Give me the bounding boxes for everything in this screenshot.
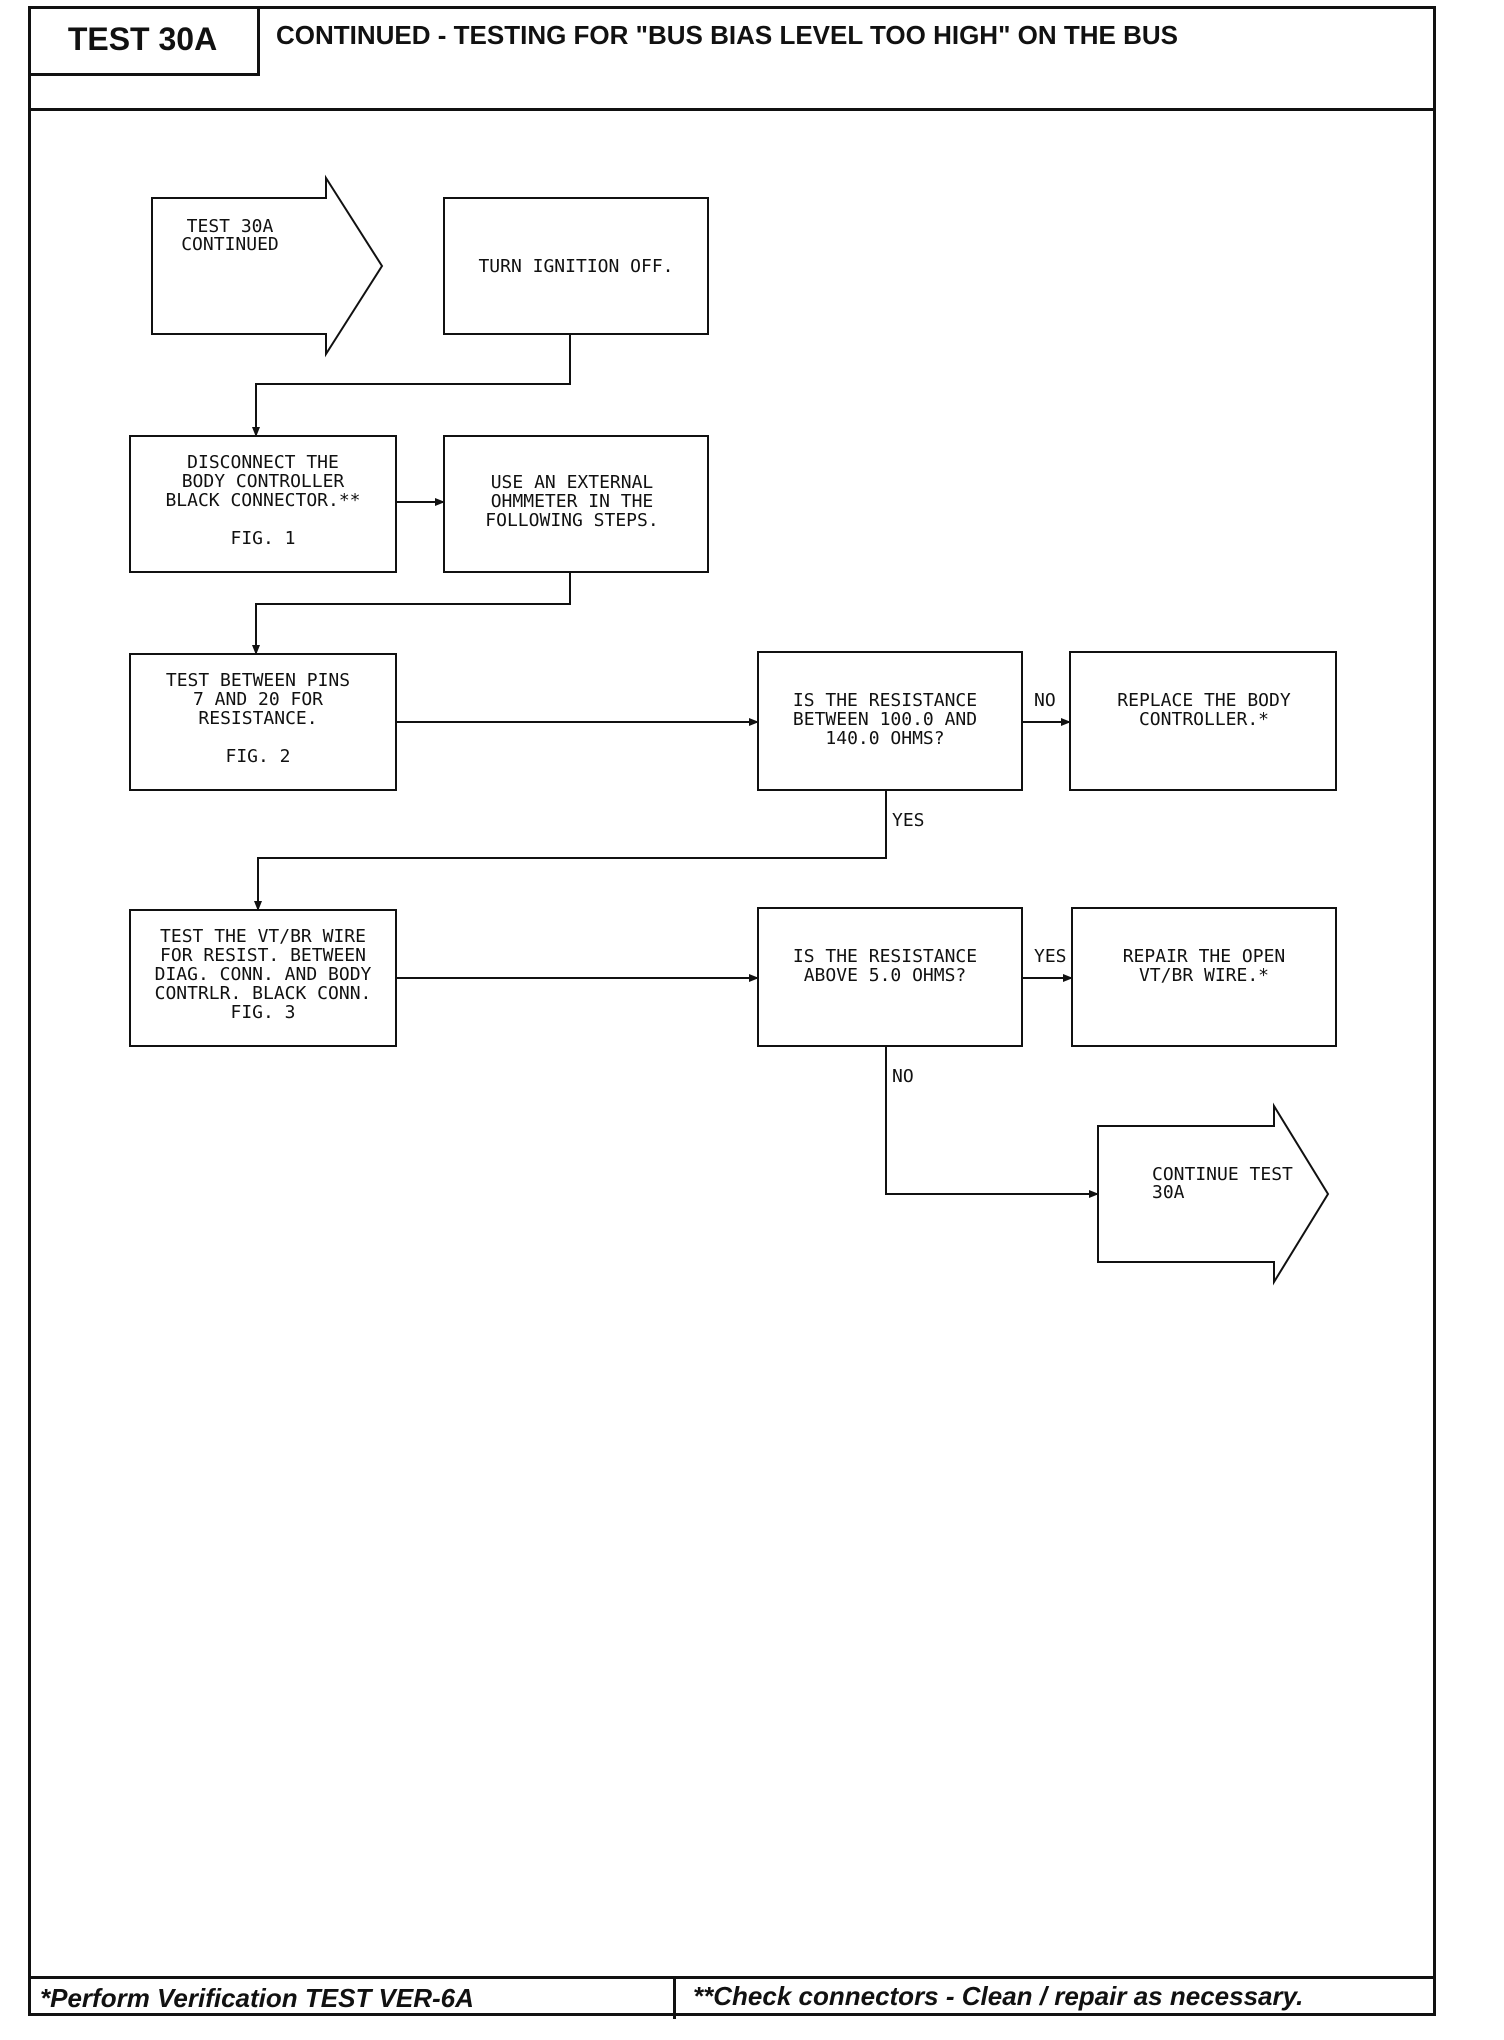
result-repair-open-vt-br-wire (1071, 907, 1337, 1047)
footer-divider (673, 1979, 676, 2019)
text-line: FOR RESIST. BETWEEN (160, 945, 366, 966)
start-arrow-shape (151, 174, 384, 358)
text-line: 7 AND 20 FOR (193, 689, 323, 710)
text-line: TEST THE VT/BR WIRE (160, 926, 366, 947)
page-frame (28, 6, 1436, 2016)
page-title: CONTINUED - TESTING FOR "BUS BIAS LEVEL … (276, 20, 1178, 50)
text-line: RESISTANCE. (198, 708, 317, 729)
label-no-1: NO (1034, 690, 1056, 711)
text-line: 30A (1152, 1182, 1185, 1203)
label-no-2: NO (892, 1066, 914, 1087)
text-line: CONTROLLER.* (1139, 709, 1269, 730)
text-line: TEST 30A (187, 216, 274, 237)
text-line: FIG. 3 (230, 1002, 295, 1023)
text-line: BODY CONTROLLER (182, 471, 345, 492)
connector-decision2-no (885, 1046, 1099, 1198)
connector-decision1-yes (254, 790, 887, 911)
text-line: CONTRLR. BLACK CONN. (155, 983, 372, 1004)
step-turn-ignition-off-text: TURN IGNITION OFF. (478, 256, 673, 277)
text-line: ABOVE 5.0 OHMS? (804, 965, 967, 986)
text-line: REPAIR THE OPEN (1123, 946, 1286, 967)
text-line: OHMMETER IN THE (491, 491, 654, 512)
header-divider (28, 108, 1436, 111)
text-line: FOLLOWING STEPS. (485, 510, 658, 531)
text-line: FIG. 1 (230, 528, 295, 549)
test-id: TEST 30A (67, 21, 218, 57)
connector-step3-step4 (252, 572, 571, 655)
text-line: REPLACE THE BODY (1117, 690, 1291, 711)
text-line: BLACK CONNECTOR.** (165, 490, 360, 511)
text-line: DISCONNECT THE (187, 452, 339, 473)
label-yes-2: YES (1034, 946, 1067, 967)
footer: *Perform Verification TEST VER-6A **Chec… (28, 1976, 1436, 2019)
label-yes-1: YES (892, 810, 925, 831)
text-line: IS THE RESISTANCE (793, 946, 977, 967)
end-arrow-shape (1097, 1102, 1330, 1286)
footer-note-connectors: **Check connectors - Clean / repair as n… (693, 1981, 1304, 2011)
text-line: BETWEEN 100.0 AND (793, 709, 977, 730)
text-line: IS THE RESISTANCE (793, 690, 977, 711)
connector-step1-step2 (252, 334, 571, 437)
text-line: FIG. 2 (225, 746, 290, 767)
footer-note-verification: *Perform Verification TEST VER-6A (40, 1983, 474, 2013)
text-line: USE AN EXTERNAL (491, 472, 654, 493)
step-disconnect-body-controller (129, 435, 397, 573)
text-line: TEST BETWEEN PINS (166, 670, 350, 691)
step-turn-ignition-off (443, 197, 709, 335)
text-line: TURN IGNITION OFF. (478, 256, 673, 277)
text-line: CONTINUE TEST (1152, 1164, 1293, 1185)
text-line: 140.0 OHMS? (825, 728, 944, 749)
step-use-external-ohmmeter (443, 435, 709, 573)
result-replace-body-controller (1069, 651, 1337, 791)
test-id-box: TEST 30A (28, 6, 260, 76)
text-line: DIAG. CONN. AND BODY (155, 964, 372, 985)
text-line: CONTINUED (181, 234, 279, 255)
text-line: VT/BR WIRE.* (1139, 965, 1269, 986)
